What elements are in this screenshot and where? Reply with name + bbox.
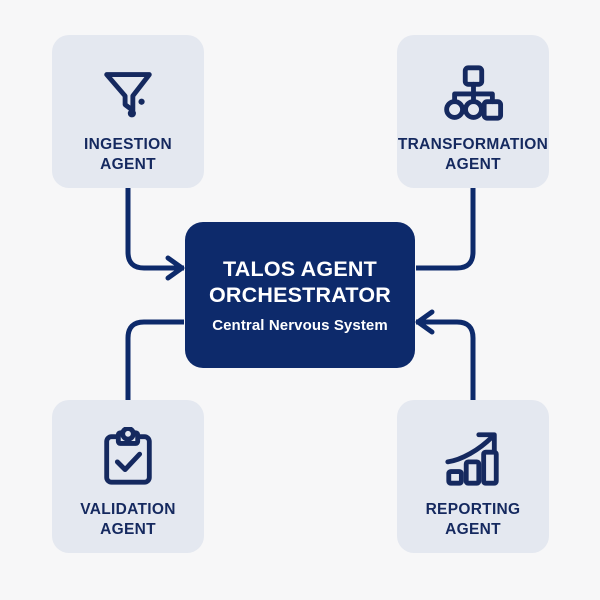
connector-transformation-to-center (416, 188, 476, 271)
arrowhead-into-center-right (415, 309, 435, 335)
agent-label-transformation: TRANSFORMATION AGENT (397, 136, 549, 174)
connector-center-to-validation (125, 319, 184, 400)
orchestrator-title: TALOS AGENT ORCHESTRATOR (209, 256, 391, 307)
hierarchy-icon (437, 57, 509, 129)
agent-card-validation[interactable]: VALIDATION AGENT (52, 400, 204, 553)
connector-reporting-to-center (416, 319, 476, 400)
clipboard-check-icon (92, 422, 164, 494)
bar-chart-arrow-icon (437, 422, 509, 494)
connector-ingestion-to-center (125, 188, 184, 271)
agent-label-validation: VALIDATION AGENT (80, 501, 176, 539)
agent-card-transformation[interactable]: TRANSFORMATION AGENT (397, 35, 549, 188)
funnel-icon (92, 57, 164, 129)
arrowhead-into-center-left (165, 255, 185, 281)
agent-label-reporting: REPORTING AGENT (425, 501, 521, 539)
agent-label-ingestion: INGESTION AGENT (84, 136, 172, 174)
orchestrator-box[interactable]: TALOS AGENT ORCHESTRATOR Central Nervous… (185, 222, 415, 368)
orchestrator-subtitle: Central Nervous System (212, 317, 388, 335)
agent-card-ingestion[interactable]: INGESTION AGENT (52, 35, 204, 188)
agent-card-reporting[interactable]: REPORTING AGENT (397, 400, 549, 553)
